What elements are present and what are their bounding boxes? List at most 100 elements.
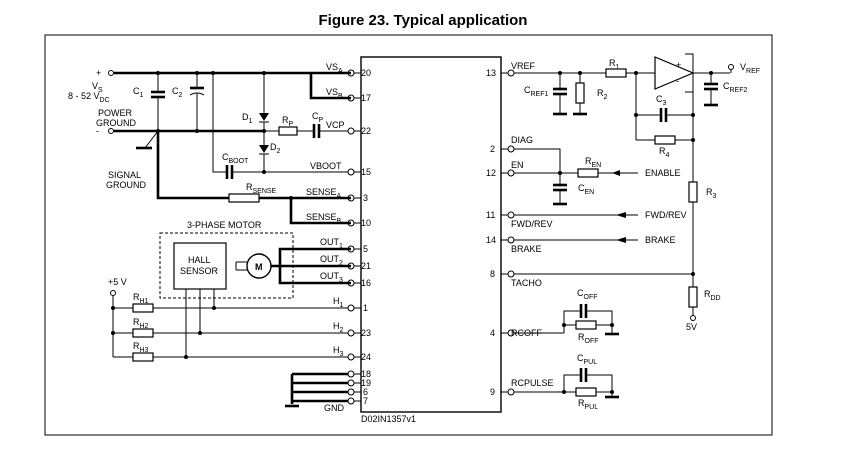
left-pin-num: 15 [361, 167, 371, 177]
rp-label: RP [282, 115, 294, 128]
right-pin-name: BRAKE [511, 244, 542, 254]
left-pin-name: SENSEB [306, 212, 342, 225]
roff-label: ROFF [578, 332, 599, 345]
left-pin-name: OUT3 [320, 271, 343, 284]
left-pin-18 [347, 370, 361, 378]
cboot-label: CBOOT [222, 152, 249, 165]
signal-ground-label: GROUND [106, 180, 146, 190]
right-pin-11 [501, 211, 515, 219]
right-pin-name: EN [511, 160, 524, 170]
hall-sensor-label: HALL [188, 255, 211, 265]
left-pin-num: 10 [361, 218, 371, 228]
left-pin-num: 23 [361, 328, 371, 338]
cpul-label: CPUL [577, 353, 597, 366]
right-pin-num: 2 [490, 144, 495, 154]
enable-section: CEN REN ENABLE [514, 148, 681, 206]
left-pin-name: OUT1 [320, 237, 343, 250]
right-pin-name: FWD/REV [511, 219, 553, 229]
left-pin-19 [347, 379, 361, 387]
d2-label: D2 [270, 142, 281, 155]
control-inputs: FWD/REV BRAKE [514, 210, 687, 245]
right-pin-num: 13 [486, 68, 496, 78]
left-pin-num: 6 [363, 387, 368, 397]
left-pin-num: 18 [361, 369, 371, 379]
left-pin-name: VCP [326, 120, 345, 130]
left-pin-name: OUT2 [320, 254, 343, 267]
cp-label: CP [312, 111, 324, 124]
left-pin-1 [347, 304, 361, 312]
cref2-label: CREF2 [723, 81, 748, 94]
vref-section: CREF1 R2 R1 + - VREF CREF2 [514, 53, 760, 287]
gnd-pins [285, 372, 348, 408]
left-pin-num: 7 [363, 396, 368, 406]
opamp-plus: + [676, 60, 681, 70]
cen-label: CEN [578, 183, 594, 196]
enable-label: ENABLE [645, 168, 681, 178]
power-ground-label: POWER [98, 108, 133, 118]
hall-sensor-label: SENSOR [180, 266, 219, 276]
rsense-label: RSENSE [246, 182, 277, 195]
right-pin-num: 11 [486, 210, 495, 220]
left-pin-23 [347, 329, 361, 337]
rcpulse-section: CPUL RPUL [514, 353, 619, 411]
left-pin-22 [347, 127, 361, 135]
motor-title: 3-PHASE MOTOR [187, 220, 262, 230]
left-pin-num: 20 [361, 68, 371, 78]
left-pin-num: 5 [363, 244, 368, 254]
opamp-icon [654, 56, 695, 90]
left-pin-name: VSA [326, 62, 343, 75]
rh1-label: RH1 [133, 292, 149, 305]
left-pin-6 [347, 388, 361, 396]
left-pin-name: VBOOT [310, 161, 342, 171]
right-pin-name: RCPULSE [511, 378, 554, 388]
supply-plus: + [96, 68, 101, 78]
brake-label: BRAKE [645, 235, 676, 245]
ic-body [360, 56, 502, 413]
right-pin-12 [501, 169, 515, 177]
supply-minus: - [96, 126, 99, 136]
power-ground-label: GROUND [96, 118, 136, 128]
r4-label: R4 [659, 146, 670, 159]
c1-label: C1 [133, 86, 144, 99]
drawing-id: D02IN1357v1 [361, 414, 416, 424]
left-pin-24 [347, 353, 361, 361]
left-pin-name: H2 [333, 321, 344, 334]
left-pin-num: 17 [361, 93, 371, 103]
plus5v-label: +5 V [108, 277, 127, 287]
left-pin-name: H1 [333, 296, 344, 309]
vs-label: VS [92, 81, 103, 94]
c3-label: C3 [656, 94, 667, 107]
coff-label: COFF [577, 288, 598, 301]
supply-section: + VS 8 - 52 VDC POWER GROUND - SIGNAL GR… [68, 68, 351, 225]
right-pin-name: VREF [511, 61, 536, 71]
r1-label: R1 [609, 58, 620, 71]
fwd-rev-label: FWD/REV [645, 210, 687, 220]
tacho-section: RDD 5V [514, 272, 721, 332]
right-pin-num: 14 [486, 235, 496, 245]
vs-range-label: 8 - 52 VDC [68, 91, 110, 104]
figure-title: Figure 23. Typical application [318, 12, 528, 29]
right-pin-2 [501, 145, 515, 153]
right-pins: 13 2 12 11 14 8 4 9 VREF DIAG EN FWD/REV… [486, 61, 554, 397]
right-pin-num: 4 [490, 328, 495, 338]
left-pin-num: 22 [361, 126, 371, 136]
rh3-label: RH3 [133, 341, 149, 354]
vref-out-label: VREF [740, 62, 760, 75]
right-pin-num: 9 [490, 387, 495, 397]
cref1-label: CREF1 [524, 85, 549, 98]
left-pin-name: GND [324, 403, 345, 413]
left-pin-num: 3 [363, 193, 368, 203]
motor-m: M [255, 262, 263, 272]
charge-pump: D1 D2 RP CP CBOOT [211, 71, 348, 179]
rdd-label: RDD [704, 289, 721, 302]
rh2-label: RH2 [133, 317, 149, 330]
rpul-label: RPUL [578, 398, 598, 411]
right-pin-14 [501, 236, 515, 244]
figure-frame [44, 34, 773, 436]
left-pin-name: VSB [326, 87, 343, 100]
left-pin-num: 19 [361, 378, 371, 388]
left-pin-7 [347, 397, 361, 405]
left-pin-num: 21 [361, 261, 371, 271]
d1-label: D1 [242, 112, 253, 125]
